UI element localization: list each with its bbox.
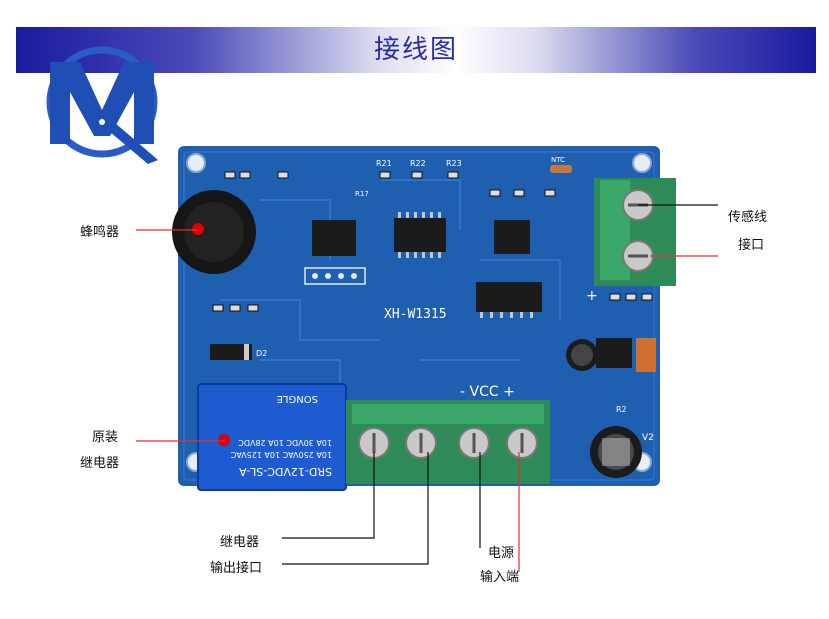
relay-callout-dot bbox=[218, 434, 230, 446]
sensor-label-line1: 传感线 bbox=[728, 210, 768, 225]
relay-rating-2: 10A 30VDC 10A 28VDC bbox=[238, 438, 332, 447]
relay-label-line2: 继电器 bbox=[80, 456, 120, 471]
ic-chip bbox=[394, 218, 446, 252]
relay-brand: SONGLE bbox=[277, 393, 318, 404]
d2-label: D2 bbox=[256, 349, 267, 358]
r17-label: R17 bbox=[355, 190, 369, 198]
brand-logo bbox=[46, 46, 158, 164]
buzzer-label: 蜂鸣器 bbox=[80, 225, 120, 240]
vcc-label: - VCC + bbox=[460, 384, 515, 400]
relay-rating-1: 10A 250VAC 10A 125VAC bbox=[230, 450, 332, 459]
r2-label: R2 bbox=[616, 405, 627, 414]
r21-label: R21 bbox=[376, 159, 392, 168]
buzzer-callout-dot bbox=[192, 223, 204, 235]
board-model: XH-W1315 bbox=[384, 307, 447, 322]
r22-label: R22 bbox=[410, 159, 426, 168]
power-label-line2: 输入端 bbox=[480, 570, 520, 585]
v2-label: V2 bbox=[642, 433, 654, 443]
relay-output-label-line1: 继电器 bbox=[220, 535, 260, 550]
power-terminal-block bbox=[346, 400, 550, 484]
sensor-label-line2: 接口 bbox=[738, 238, 765, 253]
r23-label: R23 bbox=[446, 159, 462, 168]
sensor-terminal bbox=[594, 178, 676, 286]
plus-sign: + bbox=[586, 288, 598, 304]
ic-chip bbox=[312, 220, 356, 256]
relay-output-label-line2: 输出接口 bbox=[210, 561, 263, 576]
power-label-line1: 电源 bbox=[488, 546, 515, 561]
relay-model: SRD-12VDC-SL-A bbox=[239, 465, 332, 478]
relay-label-line1: 原装 bbox=[92, 430, 119, 445]
ic-chip bbox=[476, 282, 542, 312]
ntc-label: NTC bbox=[551, 156, 565, 164]
page-title: 接线图 bbox=[373, 35, 458, 65]
relay bbox=[198, 384, 346, 490]
ic-chip bbox=[494, 220, 530, 254]
